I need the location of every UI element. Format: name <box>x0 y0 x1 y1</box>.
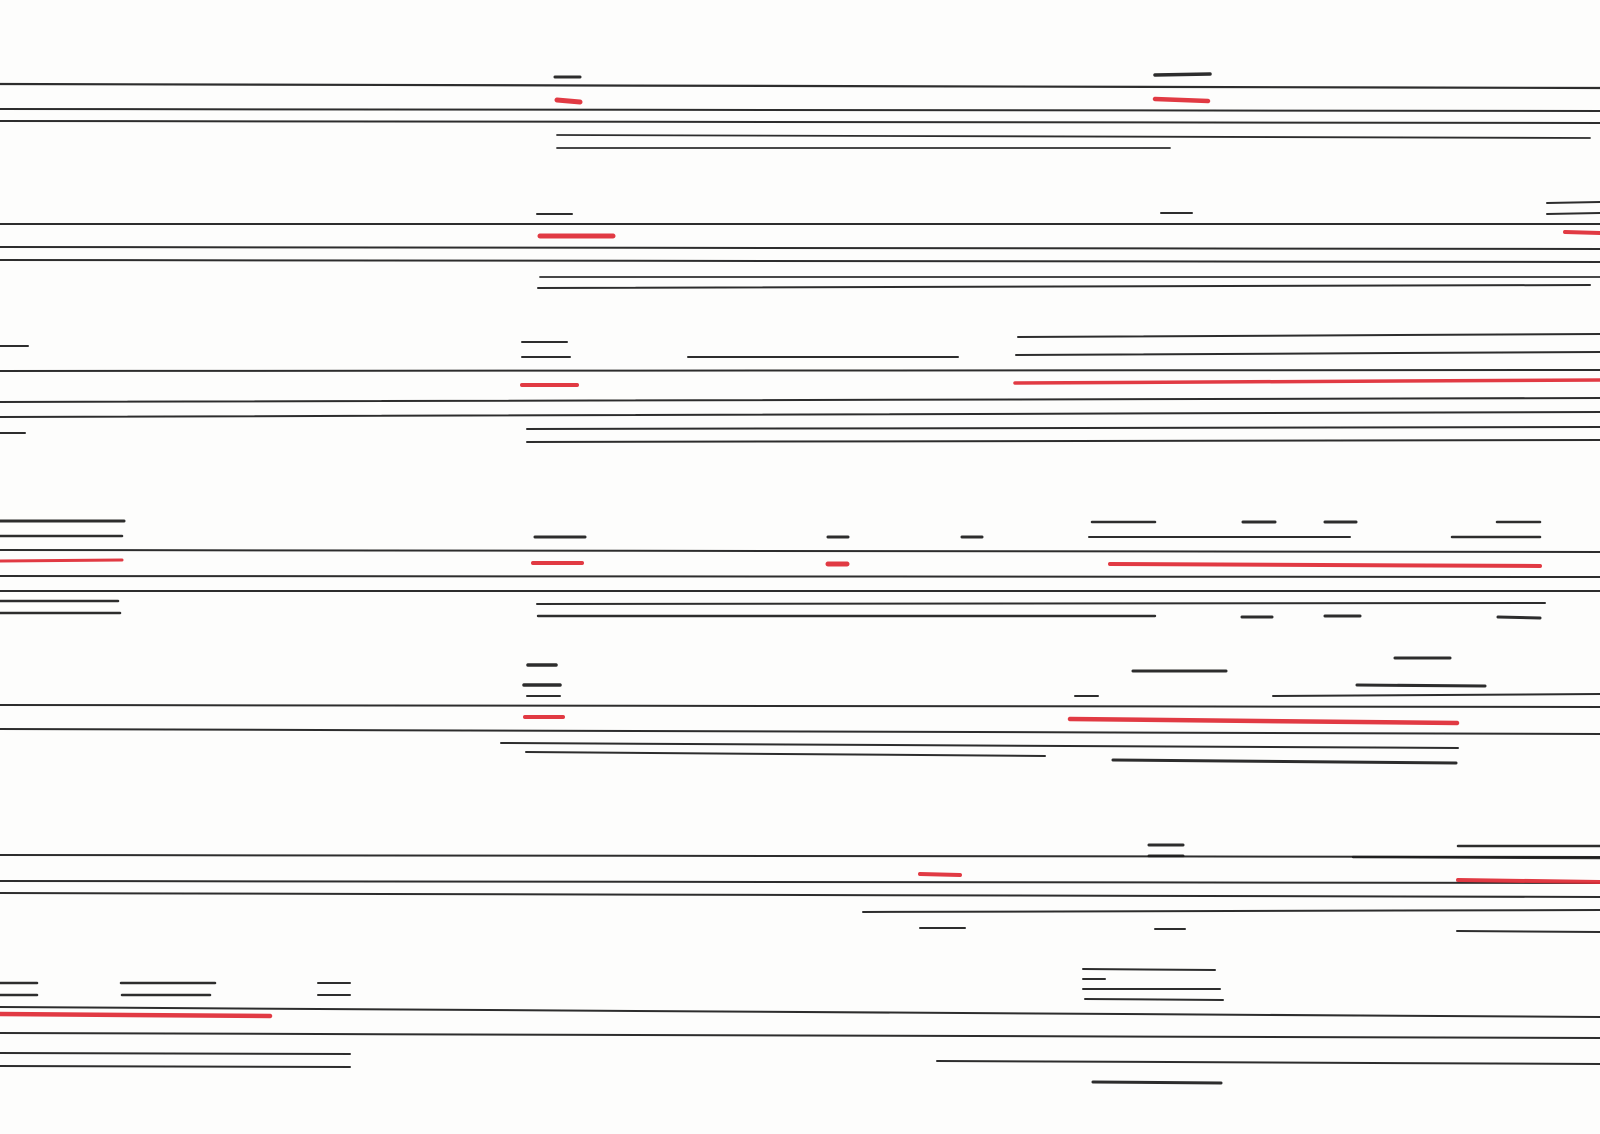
black-ink-stroke-59 <box>0 704 1600 708</box>
black-ink-stroke-28 <box>1017 333 1600 338</box>
black-ink-stroke-89 <box>0 1052 351 1055</box>
black-ink-stroke-87 <box>0 1006 1600 1018</box>
black-ink-stroke-0 <box>0 82 1600 90</box>
black-ink-stroke-22 <box>0 411 1600 418</box>
black-ink-stroke-76 <box>0 892 1600 898</box>
black-ink-stroke-80 <box>1456 930 1600 933</box>
black-ink-stroke-99 <box>1082 968 1216 971</box>
black-ink-stroke-75 <box>0 880 1600 884</box>
black-ink-stroke-88 <box>0 1032 1600 1039</box>
black-ink-stroke-24 <box>526 439 1600 443</box>
black-ink-stroke-35 <box>0 575 1600 578</box>
red-ink-stroke-86 <box>1456 878 1600 884</box>
black-ink-stroke-63 <box>1111 758 1458 765</box>
black-ink-stroke-77 <box>862 909 1600 913</box>
black-ink-stroke-17 <box>1546 212 1600 215</box>
black-ink-stroke-91 <box>936 1060 1600 1065</box>
black-ink-stroke-90 <box>0 1065 351 1068</box>
black-ink-stroke-16 <box>1546 201 1600 204</box>
black-ink-stroke-62 <box>525 751 1046 757</box>
black-ink-stroke-13 <box>537 284 1591 289</box>
black-ink-stroke-21 <box>0 397 1600 403</box>
black-ink-stroke-29 <box>1015 351 1600 356</box>
black-ink-stroke-37 <box>536 602 1546 605</box>
black-ink-stroke-2 <box>0 120 1600 124</box>
red-ink-stroke-7 <box>554 97 583 105</box>
black-ink-stroke-6 <box>1153 72 1212 77</box>
black-ink-stroke-34 <box>0 549 1600 553</box>
red-ink-stroke-55 <box>0 558 124 563</box>
red-ink-stroke-19 <box>1563 230 1600 235</box>
red-ink-stroke-73 <box>1067 716 1460 726</box>
black-ink-stroke-60 <box>0 728 1600 735</box>
black-ink-stroke-69 <box>1272 693 1600 697</box>
black-ink-stroke-54 <box>1496 615 1542 620</box>
black-ink-stroke-3 <box>556 134 1591 139</box>
black-ink-stroke-74 <box>0 854 1600 858</box>
black-ink-stroke-1 <box>0 108 1600 112</box>
red-ink-stroke-8 <box>1152 96 1211 104</box>
red-ink-stroke-58 <box>1108 562 1542 568</box>
red-ink-stroke-103 <box>0 1011 273 1019</box>
black-ink-stroke-61 <box>500 742 1459 749</box>
black-ink-stroke-20 <box>0 369 1600 372</box>
black-ink-stroke-92 <box>1091 1080 1223 1085</box>
black-ink-stroke-11 <box>0 259 1600 263</box>
black-ink-stroke-102 <box>1084 998 1224 1001</box>
red-ink-stroke-85 <box>918 872 962 877</box>
black-ink-stroke-10 <box>0 246 1600 250</box>
black-ink-stroke-83 <box>1351 855 1600 860</box>
black-ink-stroke-23 <box>526 426 1600 430</box>
black-ink-stroke-71 <box>1355 683 1487 688</box>
red-ink-stroke-33 <box>1013 378 1600 385</box>
